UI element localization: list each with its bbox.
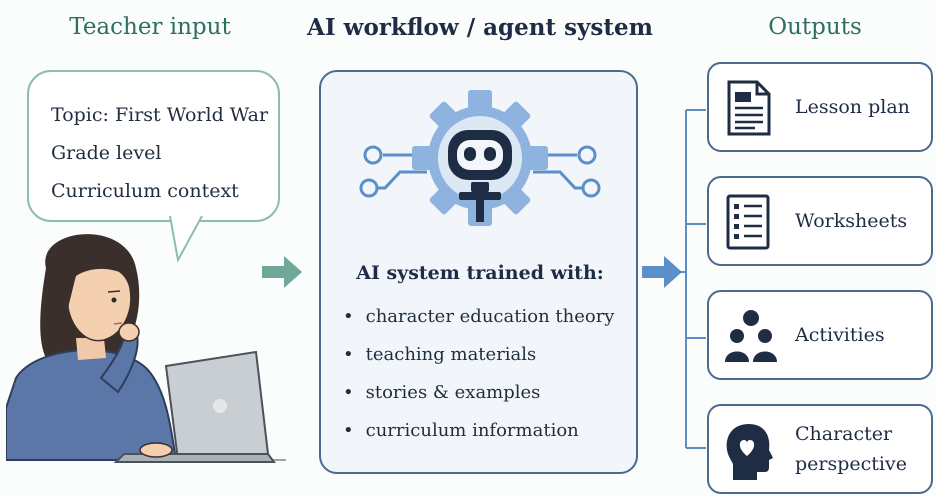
head-heart-icon bbox=[726, 424, 773, 480]
list-item: character education theory bbox=[343, 298, 615, 336]
output-card-activities: Activities bbox=[707, 290, 933, 380]
robot-gear-icon bbox=[359, 90, 601, 226]
output-label: Lesson plan bbox=[795, 96, 910, 118]
bubble-tail-icon bbox=[169, 214, 203, 263]
output-label: Character perspective bbox=[795, 423, 907, 475]
output-card-lesson-plan: Lesson plan bbox=[707, 62, 933, 152]
list-item: teaching materials bbox=[343, 336, 614, 374]
outputs-heading: Outputs bbox=[768, 14, 862, 40]
output-connector-bracket bbox=[672, 109, 706, 449]
checklist-icon bbox=[726, 194, 770, 250]
list-item: curriculum information bbox=[343, 412, 614, 450]
teacher-input-bubble: Topic: First World War Grade level Curri… bbox=[27, 70, 280, 222]
arrow-right-icon bbox=[642, 256, 682, 288]
output-card-character-perspective: Character perspective bbox=[707, 404, 933, 494]
curriculum-context-line: Curriculum context bbox=[51, 180, 239, 202]
output-label: Activities bbox=[795, 324, 885, 346]
topic-line: Topic: First World War bbox=[51, 104, 269, 126]
ai-training-list: character education theory teaching mate… bbox=[343, 298, 615, 450]
arrow-right-icon bbox=[262, 256, 302, 288]
output-card-worksheets: Worksheets bbox=[707, 176, 933, 266]
list-item: stories & examples bbox=[343, 374, 614, 412]
teacher-with-laptop-icon bbox=[6, 234, 286, 463]
document-icon bbox=[727, 80, 771, 136]
output-label: Worksheets bbox=[795, 210, 908, 232]
group-icon bbox=[725, 310, 777, 362]
grade-level-line: Grade level bbox=[51, 142, 162, 164]
ai-workflow-heading: AI workflow / agent system bbox=[307, 14, 653, 41]
ai-system-title: AI system trained with: bbox=[356, 262, 604, 284]
teacher-input-heading: Teacher input bbox=[69, 14, 231, 40]
